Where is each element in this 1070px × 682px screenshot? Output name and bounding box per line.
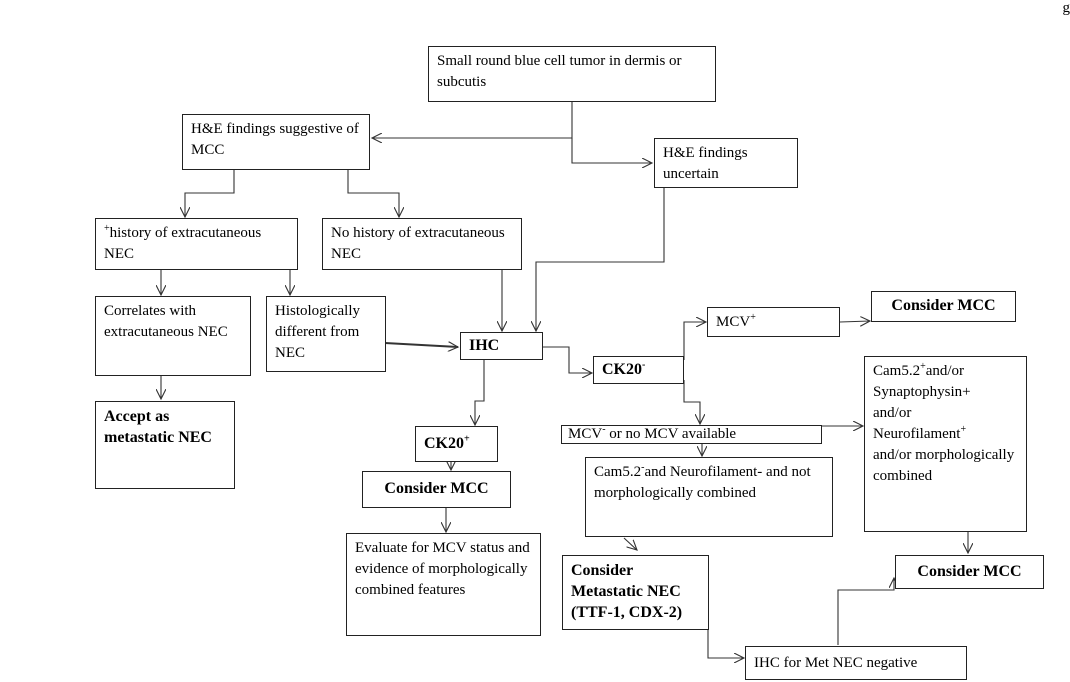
connector-he-mcc-to-no-hist — [347, 169, 399, 217]
connector-cam-neg-to-nec — [623, 537, 637, 550]
node-consider-mcc-top: Consider MCC — [871, 291, 1016, 322]
node-ck20-positive: CK20+ — [415, 426, 498, 462]
node-correlates-extracutaneous-nec: Correlates with extracutaneous NEC — [95, 296, 251, 376]
connector-ck20-neg-to-mcv-pos — [683, 322, 706, 360]
connector-uncertain-to-ihc — [536, 188, 665, 331]
connector-mcv-pos-to-consider — [839, 321, 870, 322]
node-he-uncertain: H&E findings uncertain — [654, 138, 798, 188]
connector-root-to-he-uncertain — [571, 138, 652, 163]
connector-nec-to-ihc-met — [707, 629, 744, 658]
node-no-history-nec: No history of extracutaneous NEC — [322, 218, 522, 270]
node-small-round-blue-cell-tumor: Small round blue cell tumor in dermis or… — [428, 46, 716, 102]
connector-ihc-to-ck20-pos — [475, 360, 485, 425]
connector-histo-diff-to-ihc — [384, 343, 458, 347]
node-ck20-negative: CK20- — [593, 356, 684, 384]
node-ihc-met-nec-negative: IHC for Met NEC negative — [745, 646, 967, 680]
node-consider-mcc-mid: Consider MCC — [362, 471, 511, 508]
node-histologically-different: Histologically different from NEC — [266, 296, 386, 372]
node-he-suggestive-mcc: H&E findings suggestive of MCC — [182, 114, 370, 170]
connector-ck20-neg-to-mcv-neg — [683, 380, 700, 424]
connector-ihc-met-to-consider — [837, 578, 894, 645]
connector-he-mcc-to-pos-hist — [185, 169, 235, 217]
node-cam52-positive: Cam5.2+and/or Synaptophysin+ and/or Neur… — [864, 356, 1027, 532]
header-fragment: g — [1062, 0, 1070, 16]
connector-root-to-he-mcc — [372, 102, 573, 138]
node-mcv-positive: MCV+ — [707, 307, 840, 337]
connector-ihc-to-ck20-neg — [543, 346, 592, 373]
node-consider-metastatic-nec: Consider Metastatic NEC (TTF-1, CDX-2) — [562, 555, 709, 630]
node-mcv-negative: MCV- or no MCV available — [561, 425, 822, 444]
node-positive-history-nec: +history of extracutaneous NEC — [95, 218, 298, 270]
node-consider-mcc-bottom: Consider MCC — [895, 555, 1044, 589]
node-accept-metastatic-nec: Accept as metastatic NEC — [95, 401, 235, 489]
node-ihc: IHC — [460, 332, 543, 360]
node-evaluate-mcv-status: Evaluate for MCV status and evidence of … — [346, 533, 541, 636]
node-cam52-negative: Cam5.2-and Neurofilament- and not morpho… — [585, 457, 833, 537]
